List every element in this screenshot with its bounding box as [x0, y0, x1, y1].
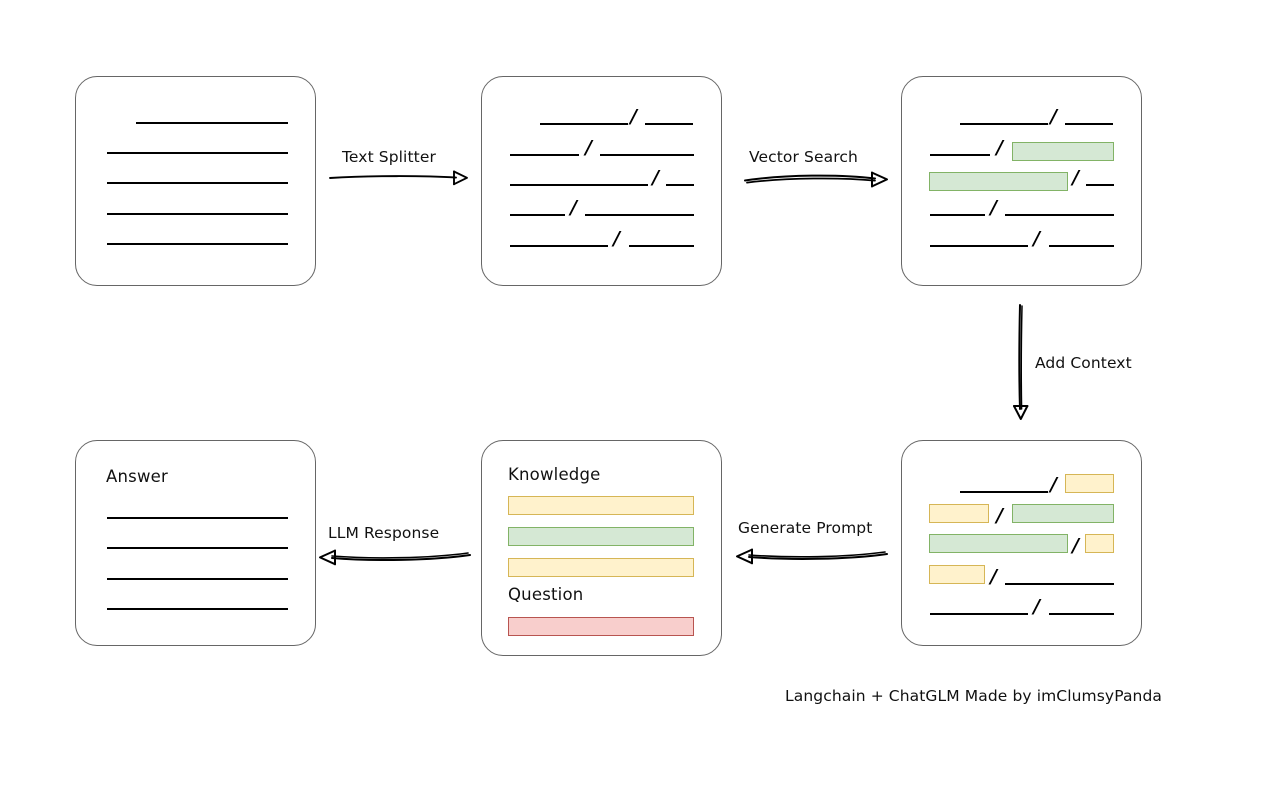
document-line [107, 152, 288, 154]
knowledge-bar-yellow[interactable] [508, 496, 694, 515]
chunk-segment [600, 154, 694, 156]
question-label: Question [508, 585, 584, 604]
chunk-segment [930, 245, 1028, 247]
chunk-segment [930, 613, 1028, 615]
highlight-chunk-yellow[interactable] [929, 565, 985, 584]
arrow-label-generate-prompt: Generate Prompt [738, 519, 873, 537]
arrow-vector-search [744, 168, 890, 190]
chunk-segment [1049, 245, 1114, 247]
highlight-chunk-green[interactable] [1012, 504, 1114, 523]
arrow-label-text-splitter: Text Splitter [342, 148, 436, 166]
arrow-label-llm-response: LLM Response [328, 524, 440, 542]
chunk-separator: / [996, 504, 1003, 527]
chunk-segment [1049, 613, 1114, 615]
chunk-segment [960, 123, 1048, 125]
chunk-segment [1065, 123, 1113, 125]
answer-line [107, 608, 288, 610]
chunk-segment [666, 184, 694, 186]
chunk-segment [930, 214, 985, 216]
answer-line [107, 517, 288, 519]
chunk-separator: / [570, 196, 577, 219]
source-document-box[interactable] [75, 76, 316, 286]
chunk-separator: / [996, 136, 1003, 159]
chunk-segment [585, 214, 694, 216]
chunk-segment [1005, 214, 1114, 216]
chunk-segment [510, 184, 648, 186]
document-line [107, 182, 288, 184]
chunk-segment [930, 154, 990, 156]
document-line [136, 122, 288, 124]
knowledge-bar-green[interactable] [508, 527, 694, 546]
chunk-separator: / [1033, 227, 1040, 250]
highlight-chunk-yellow[interactable] [1085, 534, 1114, 553]
context-added-box[interactable]: / / / / / [901, 440, 1142, 646]
answer-box[interactable]: Answer [75, 440, 316, 646]
chunk-segment [1086, 184, 1114, 186]
vector-matches-box[interactable]: / / / / / [901, 76, 1142, 286]
chunk-separator: / [990, 196, 997, 219]
answer-line [107, 547, 288, 549]
chunk-segment [960, 491, 1048, 493]
chunk-separator: / [1072, 534, 1079, 557]
knowledge-bar-yellow[interactable] [508, 558, 694, 577]
highlight-chunk-green[interactable] [1012, 142, 1114, 161]
footer-credit: Langchain + ChatGLM Made by imClumsyPand… [785, 687, 1163, 705]
chunk-separator: / [990, 565, 997, 588]
chunk-segment [645, 123, 693, 125]
arrow-add-context [1010, 304, 1034, 420]
chunk-separator: / [1050, 105, 1057, 128]
highlight-chunk-green[interactable] [929, 534, 1068, 553]
chunk-segment [510, 245, 608, 247]
answer-label: Answer [106, 467, 168, 486]
knowledge-label: Knowledge [508, 465, 601, 484]
highlight-chunk-yellow[interactable] [929, 504, 989, 523]
document-line [107, 243, 288, 245]
chunk-separator: / [1072, 166, 1079, 189]
chunk-segment [540, 123, 628, 125]
arrow-generate-prompt [735, 546, 888, 568]
chunk-separator: / [1050, 473, 1057, 496]
chunk-separator: / [613, 227, 620, 250]
chunk-separator: / [1033, 595, 1040, 618]
highlight-chunk-yellow[interactable] [1065, 474, 1114, 493]
chunk-separator: / [585, 136, 592, 159]
prompt-box[interactable]: Knowledge Question [481, 440, 722, 656]
chunk-segment [510, 214, 565, 216]
question-bar-red[interactable] [508, 617, 694, 636]
chunk-separator: / [652, 166, 659, 189]
document-line [107, 213, 288, 215]
split-chunks-box[interactable]: / / / / / [481, 76, 722, 286]
arrow-text-splitter [329, 168, 470, 188]
arrow-label-vector-search: Vector Search [749, 148, 858, 166]
chunk-separator: / [630, 105, 637, 128]
arrow-llm-response [318, 548, 471, 570]
chunk-segment [1005, 583, 1114, 585]
chunk-segment [510, 154, 579, 156]
arrow-label-add-context: Add Context [1035, 354, 1132, 372]
answer-line [107, 578, 288, 580]
highlight-chunk-green[interactable] [929, 172, 1068, 191]
chunk-segment [629, 245, 694, 247]
